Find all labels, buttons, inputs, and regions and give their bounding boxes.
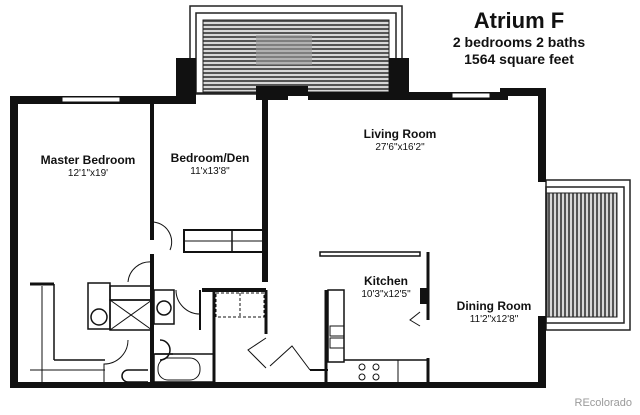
- room-dimensions: 11'x13'8": [190, 166, 230, 177]
- watermark: REcolorado: [574, 397, 632, 409]
- room-name: Dining Room: [456, 299, 532, 313]
- room-name: Bedroom/Den: [170, 151, 250, 165]
- bedrooms-baths: 2 bedrooms 2 baths: [452, 34, 586, 50]
- plan-title: Atrium F: [473, 8, 565, 33]
- room-name: Living Room: [363, 127, 437, 141]
- top-balcony: [176, 5, 409, 98]
- room-name: Kitchen: [363, 274, 408, 288]
- room-kitchen: Kitchen 10'3"x12'5": [346, 274, 426, 301]
- square-feet: 1564 square feet: [464, 51, 574, 67]
- room-living-room: Living Room 27'6"x16'2": [350, 127, 450, 154]
- interior-walls: [30, 100, 547, 384]
- room-name: Master Bedroom: [40, 153, 136, 167]
- right-balcony: [545, 179, 631, 331]
- room-master-bedroom: Master Bedroom 12'1"x19': [34, 153, 142, 180]
- room-dimensions: 12'1"x19': [67, 168, 109, 179]
- room-dimensions: 27'6"x16'2": [375, 142, 425, 153]
- room-dimensions: 11'2"x12'8": [469, 314, 519, 325]
- plan-title-block: Atrium F 2 bedrooms 2 baths 1564 square …: [424, 8, 614, 68]
- room-dining-room: Dining Room 11'2"x12'8": [444, 299, 544, 326]
- room-bedroom-den: Bedroom/Den 11'x13'8": [160, 151, 260, 178]
- room-dimensions: 10'3"x12'5": [361, 289, 411, 300]
- exterior-walls: [10, 88, 546, 388]
